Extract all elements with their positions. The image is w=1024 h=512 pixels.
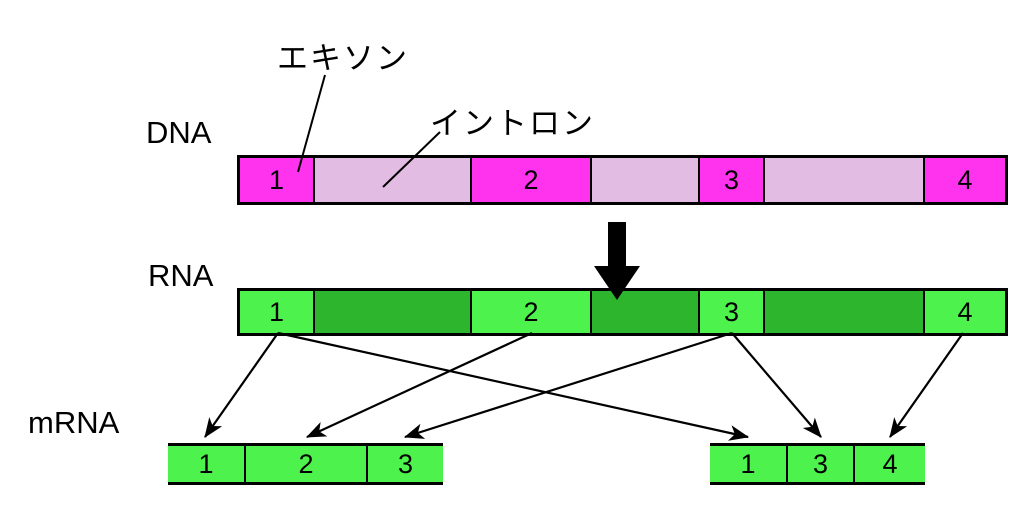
rna-row-label: RNA xyxy=(148,258,214,293)
splice-arrow-exon-1-0 xyxy=(204,332,279,438)
mrna-variant-right-exon-4: 4 xyxy=(855,446,925,482)
dna-segment-intron-3 xyxy=(592,158,700,202)
dna-row-label: DNA xyxy=(146,115,212,150)
dna-track: 1 2 3 4 xyxy=(237,155,1008,205)
mrna-variant-left-exon-3: 3 xyxy=(368,446,443,482)
dna-segment-intron-5 xyxy=(765,158,925,202)
rna-segment-exon-3: 3 xyxy=(700,291,765,333)
splice-arrow-exon-2-1 xyxy=(306,332,533,438)
rna-segment-intron-1 xyxy=(315,291,472,333)
splice-arrow-exon-4-5 xyxy=(889,332,964,438)
mrna-variant-right-exon-3: 3 xyxy=(788,446,855,482)
rna-segment-intron-3 xyxy=(592,291,700,333)
dna-segment-intron-1 xyxy=(315,158,472,202)
mrna-row-label: mRNA xyxy=(28,405,120,440)
splice-arrow-exon-1-3 xyxy=(277,331,750,441)
splice-arrow-exon-3-2 xyxy=(403,331,733,439)
exon-callout-label: エキソン xyxy=(277,41,409,77)
rna-track: 1 2 3 4 xyxy=(237,288,1008,336)
mrna-variant-right-exon-1: 1 xyxy=(710,446,788,482)
rna-segment-intron-5 xyxy=(765,291,925,333)
rna-segment-exon-2: 2 xyxy=(472,291,592,333)
intron-callout-label: イントロン xyxy=(430,106,595,142)
dna-segment-exon-3: 3 xyxy=(700,158,765,202)
rna-segment-exon-4: 4 xyxy=(925,291,1005,333)
rna-segment-exon-1: 1 xyxy=(240,291,315,333)
splice-arrows xyxy=(204,331,964,441)
mrna-variant-left-exon-2: 2 xyxy=(246,446,368,482)
dna-segment-exon-4: 4 xyxy=(925,158,1005,202)
dna-segment-exon-2: 2 xyxy=(472,158,592,202)
mrna-variant-left-exon-1: 1 xyxy=(168,446,246,482)
splice-arrow-exon-3-4 xyxy=(731,332,822,438)
dna-segment-exon-1: 1 xyxy=(240,158,315,202)
